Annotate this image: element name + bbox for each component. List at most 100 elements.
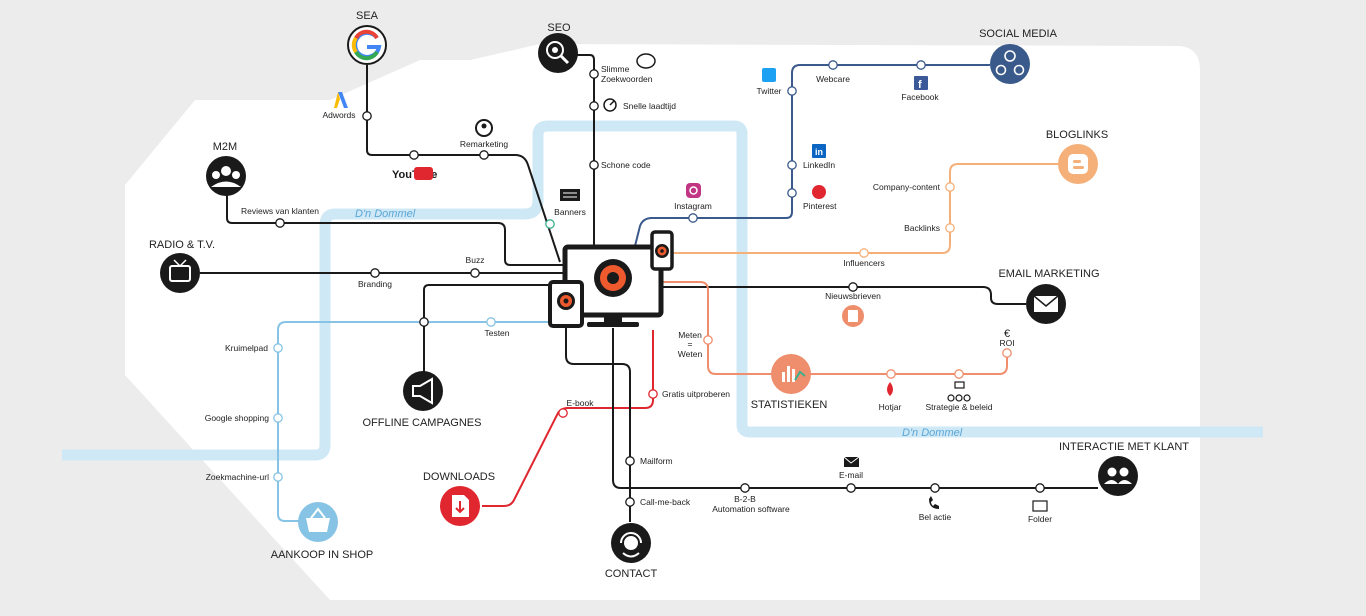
hub-label-downloads: DOWNLOADS — [423, 471, 495, 483]
chat-icon — [636, 53, 656, 69]
station-buzz: Buzz — [466, 255, 485, 265]
blogger-icon[interactable] — [1058, 144, 1098, 184]
station-e-book: E-book — [567, 398, 595, 408]
station-strategie-beleid: Strategie & beleid — [925, 402, 992, 412]
contact-line — [565, 328, 631, 522]
svg-text:f: f — [918, 79, 922, 91]
hub-label-email-marketing: EMAIL MARKETING — [998, 268, 1099, 280]
station-labels: Adwords Remarketing Slimme Zoekwoorden S… — [205, 64, 1052, 524]
station-call-me-back: Call-me-back — [640, 497, 691, 507]
people-icon[interactable] — [1098, 456, 1138, 496]
speedometer-icon — [603, 98, 617, 112]
svg-text:in: in — [815, 147, 823, 157]
m2m-line — [226, 190, 565, 266]
station-slimme-zoekwoorden-2: Zoekwoorden — [601, 74, 653, 84]
stats-line — [662, 281, 1008, 375]
twitter-icon — [762, 68, 776, 82]
land-area — [125, 44, 1200, 600]
station-zoekmachine-url: Zoekmachine-url — [206, 472, 269, 482]
remarketing-icon — [475, 119, 493, 137]
station-influencers: Influencers — [843, 258, 885, 268]
tv-icon[interactable] — [160, 253, 200, 293]
newsletter-icon — [842, 305, 864, 327]
magnifier-gear-icon[interactable] — [538, 33, 578, 73]
hub-label-statistieken: STATISTIEKEN — [751, 399, 828, 411]
station-markers — [273, 60, 1045, 507]
station-linkedin: LinkedIn — [803, 160, 835, 170]
chart-icon[interactable] — [771, 354, 811, 394]
station-banners: Banners — [554, 207, 586, 217]
sea-line — [366, 65, 561, 263]
hub-label-radio-tv: RADIO & T.V. — [149, 239, 215, 251]
station-e-mail: E-mail — [839, 470, 863, 480]
station-webcare: Webcare — [816, 74, 850, 84]
youtube-icon: YouTube — [392, 167, 437, 181]
devices-icon — [548, 230, 674, 328]
download-document-icon[interactable] — [440, 486, 480, 526]
people-network-icon[interactable] — [990, 44, 1030, 84]
station-testen: Testen — [484, 328, 509, 338]
hub-label-sea: SEA — [356, 10, 379, 22]
linkedin-icon: in — [812, 144, 826, 158]
river-label-1: D'n Dommel — [355, 208, 416, 220]
offline-line — [423, 284, 550, 372]
station-kruimelpad: Kruimelpad — [225, 343, 268, 353]
blog-line — [672, 163, 1058, 254]
station-remarketing: Remarketing — [460, 139, 508, 149]
station-adwords: Adwords — [322, 110, 355, 120]
google-icon[interactable] — [347, 25, 387, 65]
mail-icon — [843, 456, 860, 467]
station-hotjar: Hotjar — [879, 402, 902, 412]
station-google-shopping: Google shopping — [205, 413, 270, 423]
station-mailform: Mailform — [640, 456, 673, 466]
station-b2b-2: Automation software — [712, 504, 790, 514]
station-pinterest: Pinterest — [803, 201, 837, 211]
megaphone-icon[interactable] — [403, 371, 443, 411]
interactie-line — [612, 328, 1098, 489]
station-nieuwsbrieven: Nieuwsbrieven — [825, 291, 881, 301]
strategy-icon — [947, 381, 971, 402]
station-branding: Branding — [358, 279, 392, 289]
station-snelle-laadtijd: Snelle laadtijd — [623, 101, 676, 111]
instagram-icon — [686, 183, 701, 198]
pinterest-icon — [812, 185, 826, 199]
station-folder: Folder — [1028, 514, 1052, 524]
hub-label-bloglinks: BLOGLINKS — [1046, 129, 1108, 141]
group-icon[interactable] — [206, 156, 246, 196]
river — [62, 120, 1263, 461]
hub-label-contact: CONTACT — [605, 568, 658, 580]
station-schone-code: Schone code — [601, 160, 651, 170]
envelope-icon[interactable] — [1026, 284, 1066, 324]
station-company-content: Company-content — [873, 182, 941, 192]
seo-line — [565, 54, 595, 248]
email-line — [662, 286, 1026, 305]
station-meten-1: Meten — [678, 330, 702, 340]
headset-icon[interactable] — [611, 523, 651, 563]
hub-label-offline-campagnes: OFFLINE CAMPAGNES — [363, 417, 482, 429]
folder-icon — [1032, 500, 1048, 512]
shopping-basket-icon[interactable] — [298, 502, 338, 542]
station-backlinks: Backlinks — [904, 223, 940, 233]
station-instagram: Instagram — [674, 201, 712, 211]
station-bel-actie: Bel actie — [919, 512, 952, 522]
station-slimme-zoekwoorden-1: Slimme — [601, 64, 630, 74]
station-b2b-1: B-2-B — [734, 494, 756, 504]
station-gratis-uitproberen: Gratis uitproberen — [662, 389, 730, 399]
station-twitter: Twitter — [756, 86, 781, 96]
hotjar-icon — [887, 382, 893, 396]
phone-icon — [929, 496, 939, 509]
station-meten-3: Weten — [678, 349, 703, 359]
social-line — [634, 64, 990, 247]
river-label-2: D'n Dommel — [902, 427, 963, 439]
station-roi: ROI — [999, 338, 1014, 348]
facebook-icon: f — [914, 76, 928, 91]
station-reviews-van-klanten: Reviews van klanten — [241, 206, 319, 216]
hub-label-aankoop-in-shop: AANKOOP IN SHOP — [271, 549, 374, 561]
station-meten-2: = — [688, 339, 693, 349]
hub-label-seo: SEO — [547, 22, 571, 34]
hub-label-m2m: M2M — [213, 141, 237, 153]
hub-label-interactie-met-klant: INTERACTIE MET KLANT — [1059, 441, 1189, 453]
hub-label-social-media: SOCIAL MEDIA — [979, 28, 1057, 40]
station-facebook: Facebook — [901, 92, 939, 102]
